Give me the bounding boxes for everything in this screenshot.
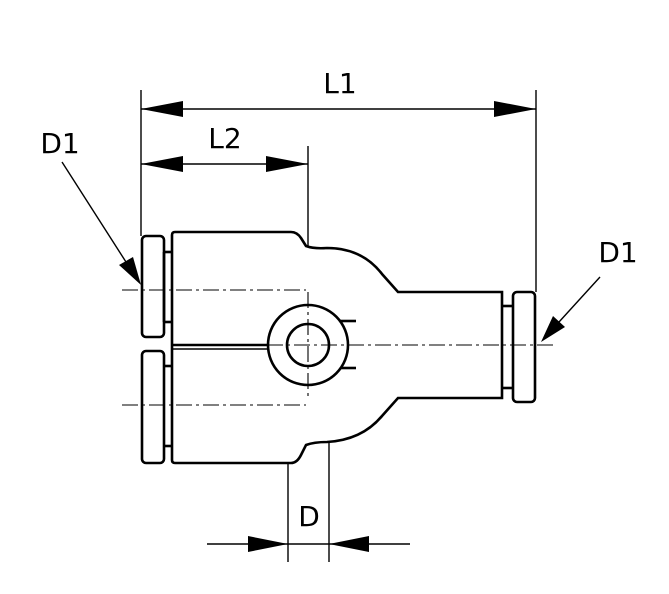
dimension-l2: L2 bbox=[141, 122, 308, 172]
arrowhead-d-right bbox=[329, 536, 369, 552]
arrowhead-l2-left bbox=[141, 156, 183, 172]
arrowhead-d1-right bbox=[541, 316, 565, 342]
label-l2: L2 bbox=[208, 122, 241, 155]
collet-bottom-left bbox=[140, 349, 166, 465]
leader-line-d1-right bbox=[558, 276, 601, 323]
connector-body bbox=[140, 230, 537, 465]
arrowhead-l1-left bbox=[141, 101, 183, 117]
dimension-l1: L1 bbox=[141, 67, 536, 117]
collet-right bbox=[511, 290, 537, 404]
leader-d1-left: D1 bbox=[40, 127, 141, 285]
leader-line-d1-left bbox=[61, 161, 127, 263]
arrowhead-d-left bbox=[248, 536, 288, 552]
center-lines bbox=[122, 289, 556, 406]
collet-top-left bbox=[140, 234, 166, 339]
label-d1-left: D1 bbox=[40, 127, 79, 160]
dimension-d: D bbox=[207, 500, 410, 552]
label-d: D bbox=[298, 500, 320, 533]
arrowhead-l2-right bbox=[266, 156, 308, 172]
leader-d1-right: D1 bbox=[541, 236, 638, 342]
arrowhead-d1-left bbox=[119, 257, 141, 285]
label-d1-right: D1 bbox=[598, 236, 637, 269]
label-l1: L1 bbox=[323, 67, 356, 100]
arrowhead-l1-right bbox=[494, 101, 536, 117]
